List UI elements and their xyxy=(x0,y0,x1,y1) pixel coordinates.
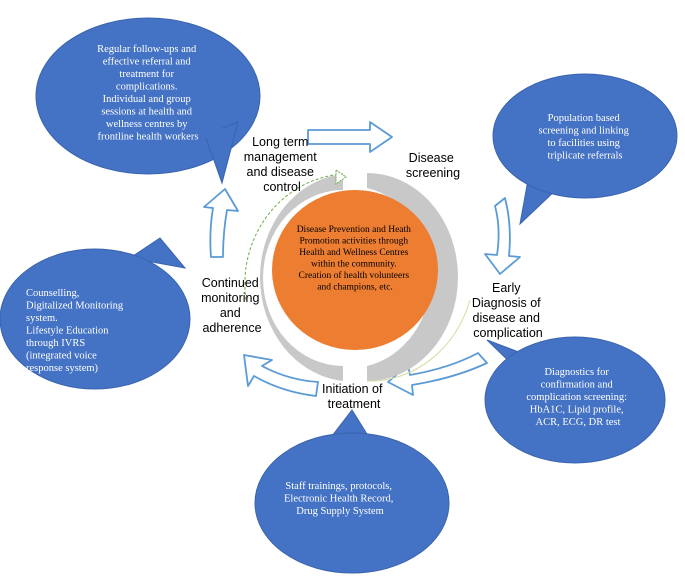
center-ellipse-group: Disease Prevention and Heath Promotion a… xyxy=(244,169,471,382)
stage-continued-monitoring: Continued monitoring and adherence xyxy=(201,276,263,335)
cycle-arrow-bottom-left xyxy=(243,354,319,397)
center-dashed-arc xyxy=(244,173,344,301)
cycle-arrow-left xyxy=(203,188,239,258)
bubble-long-term-text: Regular follow-ups and effective referra… xyxy=(97,44,199,143)
stage-long-term-management: Long term management and disease control xyxy=(244,135,320,194)
center-light-arc xyxy=(366,299,471,382)
bubble-diagnostics-text: Diagnostics for confirmation and complic… xyxy=(526,367,629,428)
bubble-long-term-management: Regular follow-ups and effective referra… xyxy=(35,17,261,185)
bubble-treatment: Staff trainings, protocols, Electronic H… xyxy=(254,409,450,574)
stage-initiation-of-treatment: Initiation of treatment xyxy=(322,382,386,411)
center-arrowhead xyxy=(335,169,347,185)
stage-disease-screening: Disease screening xyxy=(406,151,460,180)
stage-early-diagnosis: Early Diagnosis of disease and complicat… xyxy=(472,281,544,340)
bubble-diagnostics: Diagnostics for confirmation and complic… xyxy=(484,336,666,464)
center-right-band xyxy=(367,173,458,381)
center-ellipse xyxy=(272,190,438,350)
center-text: Disease Prevention and Heath Promotion a… xyxy=(297,225,414,293)
cycle-arrow-top xyxy=(307,121,393,153)
cycle-arrow-bottom-right xyxy=(387,352,488,396)
cycle-arrow-right xyxy=(484,197,521,275)
bubble-treatment-text: Staff trainings, protocols, Electronic H… xyxy=(284,481,396,517)
bubble-disease-screening: Population based screening and linking t… xyxy=(492,73,678,226)
bubble-monitoring-text: Counselling, Digitalized Monitoring syst… xyxy=(26,288,126,374)
bubble-screening-text: Population based screening and linking t… xyxy=(538,113,631,162)
bubble-monitoring: Counselling, Digitalized Monitoring syst… xyxy=(0,237,191,390)
